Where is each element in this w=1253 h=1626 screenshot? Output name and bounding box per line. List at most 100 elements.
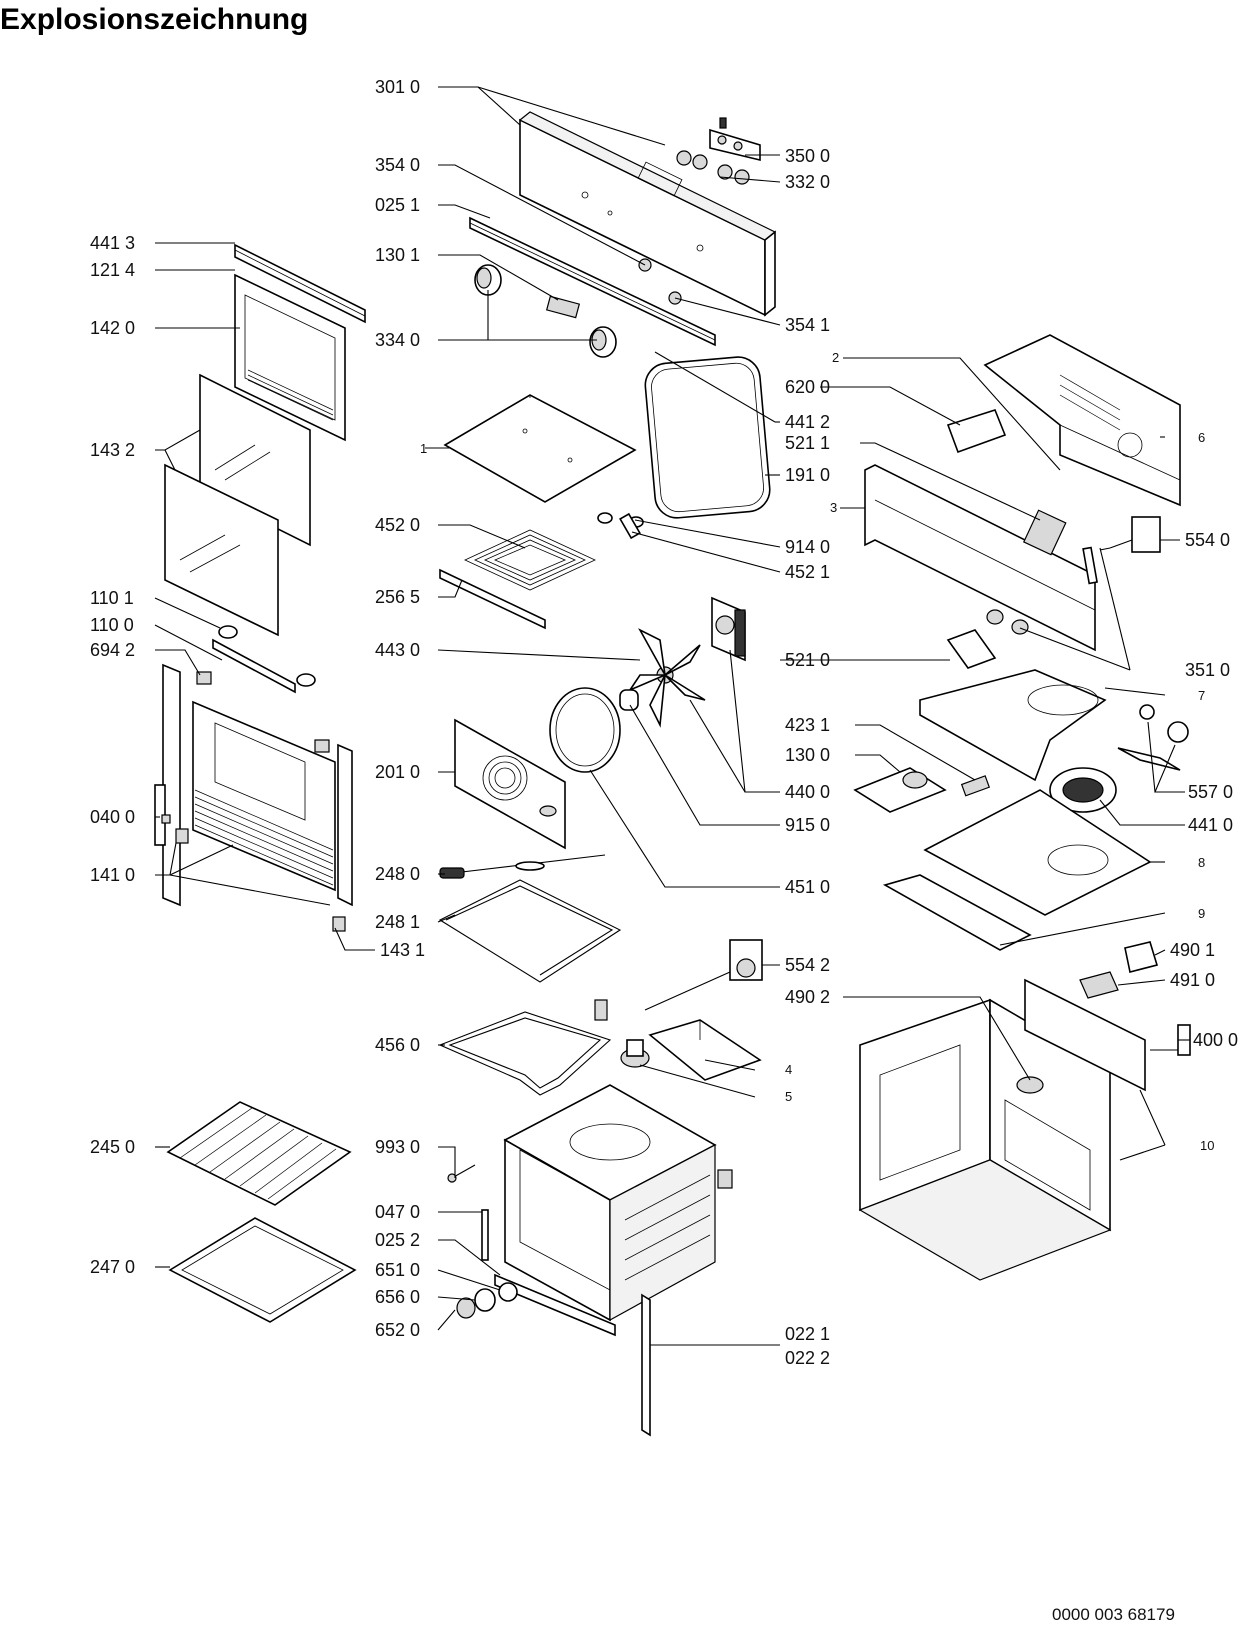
document-code: 0000 003 68179 [1052, 1605, 1175, 1624]
label-110-1: 110 1 [90, 588, 134, 608]
front-frame-part [864, 464, 1096, 652]
electronic-module-part [676, 117, 761, 185]
label-110-0: 110 0 [90, 615, 134, 635]
label-491-0: 491 0 [1170, 970, 1215, 990]
lamp-part [620, 1039, 650, 1068]
label-354-0: 354 0 [375, 155, 420, 175]
glass-pane-part [164, 373, 311, 637]
label-248-1: 248 1 [375, 912, 420, 932]
outer-door-part [234, 273, 346, 442]
label-490-1: 490 1 [1170, 940, 1215, 960]
top-plate-part [443, 394, 637, 503]
label-452-1: 452 1 [785, 562, 830, 582]
label-354-1: 354 1 [785, 315, 830, 335]
label-332-0: 332 0 [785, 172, 830, 192]
label-301-0: 301 0 [375, 77, 420, 97]
side-rail-part [641, 1293, 651, 1437]
bottom-rail-part [494, 1273, 616, 1337]
relay-part [946, 409, 1007, 454]
oven-cavity-part [503, 1084, 733, 1322]
grill-element-part [464, 529, 596, 591]
label-441-0: 441 0 [1188, 815, 1233, 835]
label-1: 1 [420, 441, 427, 456]
outer-casing-part [858, 978, 1146, 1281]
screw-part [597, 512, 644, 540]
top-casing-part [983, 334, 1181, 507]
vertical-rail-part [481, 1209, 489, 1261]
inner-door-part [162, 663, 353, 932]
label-10: 10 [1200, 1138, 1214, 1153]
leader-lines [154, 86, 1190, 1346]
bracket-part [439, 568, 546, 630]
label-521-1: 521 1 [785, 433, 830, 453]
label-201-0: 201 0 [375, 762, 420, 782]
door-top-profile-part [234, 243, 366, 324]
spacer-part [212, 625, 316, 694]
label-9: 9 [1198, 906, 1205, 921]
knob-assembly-part [456, 1282, 518, 1319]
label-423-1: 423 1 [785, 715, 830, 735]
label-2: 2 [832, 350, 839, 365]
label-025-1: 025 1 [375, 195, 420, 215]
label-557-0: 557 0 [1188, 782, 1233, 802]
thermostat-part [644, 939, 763, 1011]
label-452-0: 452 0 [375, 515, 420, 535]
fan-motor-part [711, 596, 746, 662]
label-142-0: 142 0 [90, 318, 135, 338]
label-248-0: 248 0 [375, 864, 420, 884]
label-441-2: 441 2 [785, 412, 830, 432]
fan-plate-part [919, 669, 1107, 782]
label-143-2: 143 2 [90, 440, 135, 460]
circular-element-part [549, 687, 621, 773]
label-490-2: 490 2 [785, 987, 830, 1007]
terminal-block-part [1079, 941, 1159, 999]
label-334-0: 334 0 [375, 330, 420, 350]
wire-rack-part [166, 1101, 352, 1206]
label-440-0: 440 0 [785, 782, 830, 802]
label-247-0: 247 0 [90, 1257, 135, 1277]
temperature-sensor-part [439, 854, 606, 879]
label-7: 7 [1198, 688, 1205, 703]
label-047-0: 047 0 [375, 1202, 420, 1222]
label-5: 5 [785, 1089, 792, 1104]
cooling-fan-part [1049, 767, 1117, 813]
label-443-0: 443 0 [375, 640, 420, 660]
bottom-element-part [438, 999, 612, 1096]
lamp-holder-part [986, 546, 1098, 635]
switch-part [545, 295, 581, 319]
label-915-0: 915 0 [785, 815, 830, 835]
label-451-0: 451 0 [785, 877, 830, 897]
label-694-2: 694 2 [90, 640, 135, 660]
label-040-0: 040 0 [90, 807, 135, 827]
label-914-0: 914 0 [785, 537, 830, 557]
oven-gasket-part [644, 356, 771, 519]
control-panel-part [518, 111, 777, 317]
cover-plate-part [648, 1019, 762, 1081]
rail-part [469, 216, 716, 347]
label-6: 6 [1198, 430, 1205, 445]
label-191-0: 191 0 [785, 465, 830, 485]
label-554-2: 554 2 [785, 955, 830, 975]
label-4: 4 [785, 1062, 792, 1077]
safety-thermostat-part [1117, 704, 1189, 771]
label-652-0: 652 0 [375, 1320, 420, 1340]
label-025-2: 025 2 [375, 1230, 420, 1250]
label-620-0: 620 0 [785, 377, 830, 397]
label-121-4: 121 4 [90, 260, 135, 280]
label-022-2: 022 2 [785, 1348, 830, 1368]
label-993-0: 993 0 [375, 1137, 420, 1157]
label-351-0: 351 0 [1185, 660, 1230, 680]
rod-part [654, 351, 776, 423]
hinge-part [154, 784, 171, 846]
label-456-0: 456 0 [375, 1035, 420, 1055]
selector-switch-part [946, 629, 997, 669]
label-8: 8 [1198, 855, 1205, 870]
label-143-1: 143 1 [380, 940, 425, 960]
label-441-3: 441 3 [90, 233, 135, 253]
thermostat-554-part [1099, 516, 1161, 553]
part-labels: 301 0 350 0 332 0 354 0 025 1 130 1 354 … [90, 77, 1238, 1368]
label-521-0: 521 0 [785, 650, 830, 670]
bushing-part [619, 689, 639, 711]
label-256-5: 256 5 [375, 587, 420, 607]
